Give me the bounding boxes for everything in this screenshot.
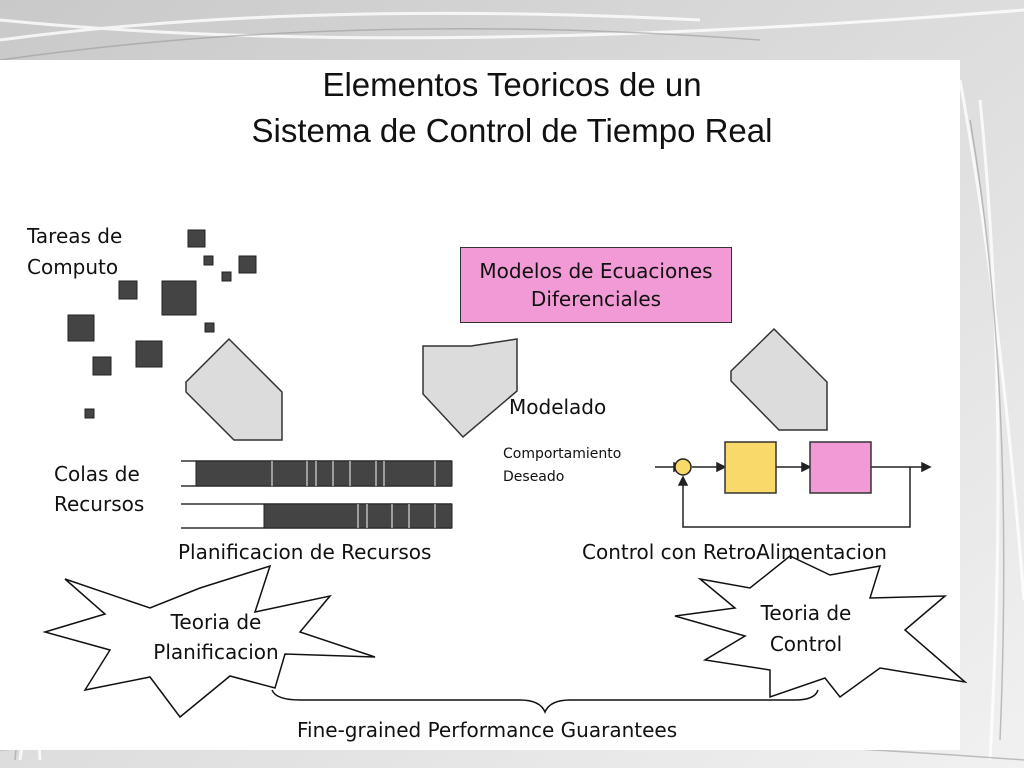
colas-label-line1: Colas de <box>54 462 140 486</box>
arrow-modelado <box>422 338 518 439</box>
guarantees-label: Fine-grained Performance Guarantees <box>297 718 678 742</box>
tareas-label-line2: Computo <box>27 255 119 279</box>
task-squares <box>67 229 257 419</box>
task-square <box>204 322 215 333</box>
comportamiento-label-line1: Comportamiento <box>503 446 622 462</box>
curly-brace <box>271 689 819 714</box>
colas-label-line2: Recursos <box>54 492 145 516</box>
modelos-line2: Diferenciales <box>530 287 662 311</box>
task-square <box>84 408 95 419</box>
tareas-label-line1: Tareas de <box>27 224 123 248</box>
starburst-control <box>674 555 968 699</box>
slide-title-line2: Sistema de Control de Tiempo Real <box>251 112 773 149</box>
teoria-planificacion-line2: Planificacion <box>153 640 279 664</box>
task-square <box>135 340 163 368</box>
planificacion-recursos-label: Planificacion de Recursos <box>178 540 432 564</box>
task-square <box>203 255 214 266</box>
task-square <box>238 255 257 274</box>
starburst-planificacion <box>42 564 376 719</box>
arrow-modelos-to-control <box>730 327 828 431</box>
comportamiento-label-line2: Deseado <box>503 469 565 485</box>
task-square <box>221 271 232 282</box>
slide-title-line1: Elementos Teoricos de un <box>322 66 702 103</box>
resource-queue-2 <box>181 503 453 529</box>
task-square <box>118 280 138 300</box>
modelos-ecuaciones-box: Modelos de Ecuaciones Diferenciales <box>460 247 732 323</box>
teoria-control-line1: Teoria de <box>760 601 852 625</box>
modelos-line1: Modelos de Ecuaciones <box>479 259 713 283</box>
task-square <box>92 356 112 376</box>
task-square <box>161 280 197 316</box>
arrow-tareas-to-colas <box>185 337 283 441</box>
teoria-control-line2: Control <box>769 632 843 656</box>
summing-junction <box>674 458 692 476</box>
task-square <box>67 314 95 342</box>
teoria-planificacion-line1: Teoria de <box>170 610 262 634</box>
controller-block <box>724 441 777 494</box>
task-square <box>187 229 206 248</box>
modelado-label: Modelado <box>509 395 607 419</box>
resource-queue-1 <box>181 460 453 487</box>
plant-block <box>809 441 872 494</box>
feedback-loop <box>655 461 932 528</box>
control-retro-label: Control con RetroAlimentacion <box>582 540 887 564</box>
